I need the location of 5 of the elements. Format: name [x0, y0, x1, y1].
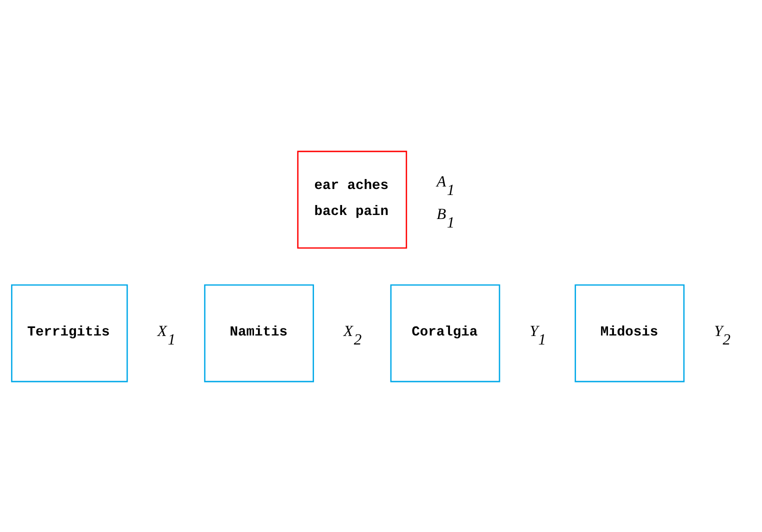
node-box: Terrigitis: [11, 284, 128, 382]
node-box: Midosis: [574, 284, 685, 382]
node-box: ear aches back pain: [297, 150, 408, 248]
node-box: Coralgia: [390, 284, 500, 382]
node-box: Namitis: [204, 284, 314, 382]
